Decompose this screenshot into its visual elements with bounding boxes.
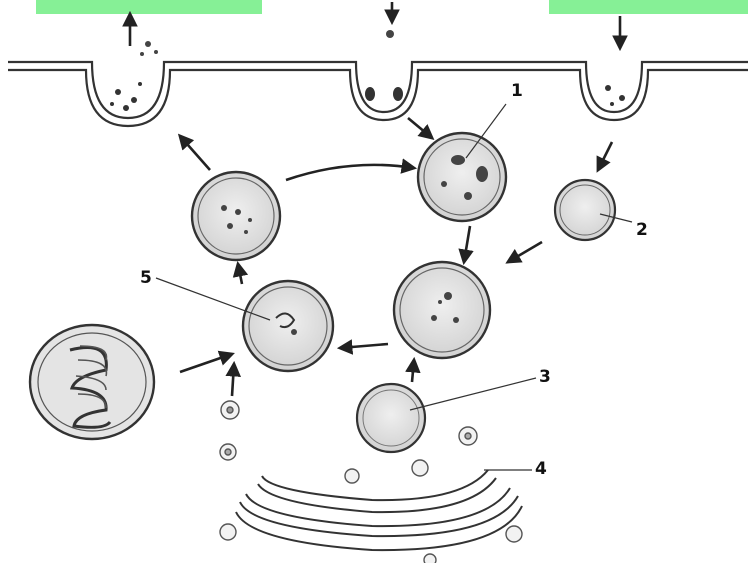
label-3: 3 [539,367,551,387]
label-4: 4 [535,459,547,479]
small-vesicle-2 [555,180,615,240]
golgi-apparatus [236,470,522,550]
label-5: 5 [140,268,152,288]
label-1: 1 [511,81,523,101]
mitochondrion [30,325,154,439]
lysosome-5 [243,281,333,371]
vesicle-early-endosome [418,133,506,221]
vesicle-recycling [192,172,280,260]
vesicle-3 [357,384,425,452]
released-particles [140,30,394,56]
late-endosome [394,262,490,358]
label-2: 2 [636,220,648,240]
